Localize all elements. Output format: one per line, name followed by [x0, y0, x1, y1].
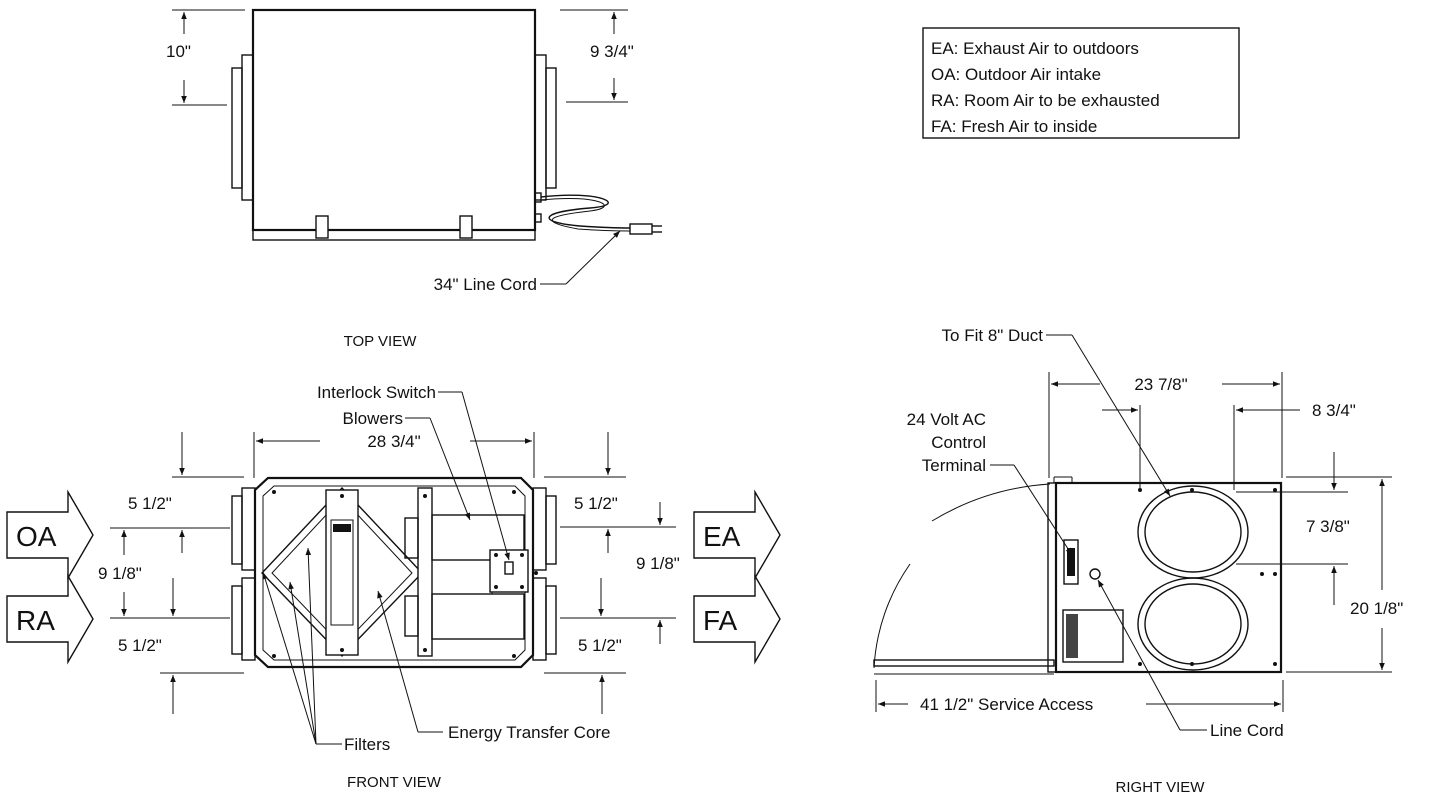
legend-line-fa: FA: Fresh Air to inside — [931, 117, 1097, 136]
blowers-label: Blowers — [343, 409, 403, 428]
line-cord-grommet — [1089, 568, 1101, 580]
ra-arrow-icon: RA — [6, 573, 94, 665]
legend-box: EA: Exhaust Air to outdoors OA: Outdoor … — [922, 27, 1240, 139]
right-height-label: 20 1/8" — [1350, 599, 1403, 618]
blower-lower — [431, 593, 525, 640]
front-left-top-dim: 5 1/2" — [128, 494, 172, 513]
right-line-cord-label: Line Cord — [1210, 721, 1284, 740]
fa-arrow-icon: FA — [693, 573, 781, 665]
filters-label: Filters — [344, 735, 390, 754]
top-view-title: TOP VIEW — [344, 333, 418, 350]
line-cord-wire — [540, 194, 631, 229]
oa-arrow-icon: OA — [6, 489, 94, 581]
top-dim-right: 9 3/4" — [590, 42, 634, 61]
top-view: 10" 9 3/4" 34" Line Cord TOP VIEW — [166, 8, 662, 350]
front-view: 28 3/4" Interlock Switch Blowers 5 1/2" … — [6, 383, 781, 791]
front-width-label: 28 3/4" — [367, 432, 420, 451]
terminal-label-line1: 24 Volt AC — [907, 410, 986, 429]
right-width-label: 23 7/8" — [1134, 375, 1187, 394]
front-left-bottom-dim: 5 1/2" — [118, 636, 162, 655]
core-label: Energy Transfer Core — [448, 723, 611, 742]
top-dim-left: 10" — [166, 42, 191, 61]
oa-arrow-label: OA — [16, 521, 57, 552]
energy-transfer-core — [261, 486, 423, 658]
legend-line-ea: EA: Exhaust Air to outdoors — [931, 39, 1139, 58]
interlock-switch-label: Interlock Switch — [317, 383, 436, 402]
service-access-label: 41 1/2" Service Access — [920, 695, 1093, 714]
front-right-bottom-dim: 5 1/2" — [578, 636, 622, 655]
legend-line-oa: OA: Outdoor Air intake — [931, 65, 1101, 84]
plug-icon — [629, 223, 653, 235]
legend-line-ra: RA: Room Air to be exhausted — [931, 91, 1160, 110]
fa-arrow-label: FA — [703, 605, 738, 636]
ra-arrow-label: RA — [16, 605, 55, 636]
terminal-label-line3: Terminal — [922, 456, 986, 475]
lower-duct-port — [1137, 577, 1249, 671]
right-view-title: RIGHT VIEW — [1116, 779, 1206, 794]
front-view-title: FRONT VIEW — [347, 774, 442, 791]
terminal-label-line2: Control — [931, 433, 986, 452]
right-view: 23 7/8" 8 3/4" To Fit 8" Duct 24 Volt AC… — [873, 326, 1403, 794]
control-terminal — [1063, 539, 1079, 585]
front-left-mid-dim: 9 1/8" — [98, 564, 142, 583]
ea-arrow-label: EA — [703, 521, 741, 552]
front-right-top-dim: 5 1/2" — [574, 494, 618, 513]
port-spacing-label: 7 3/8" — [1306, 517, 1350, 536]
right-offset-label: 8 3/4" — [1312, 401, 1356, 420]
upper-duct-port — [1137, 485, 1249, 579]
front-right-mid-dim: 9 1/8" — [636, 554, 680, 573]
duct-label: To Fit 8" Duct — [942, 326, 1044, 345]
ea-arrow-icon: EA — [693, 489, 781, 581]
top-line-cord-label: 34" Line Cord — [434, 275, 537, 294]
